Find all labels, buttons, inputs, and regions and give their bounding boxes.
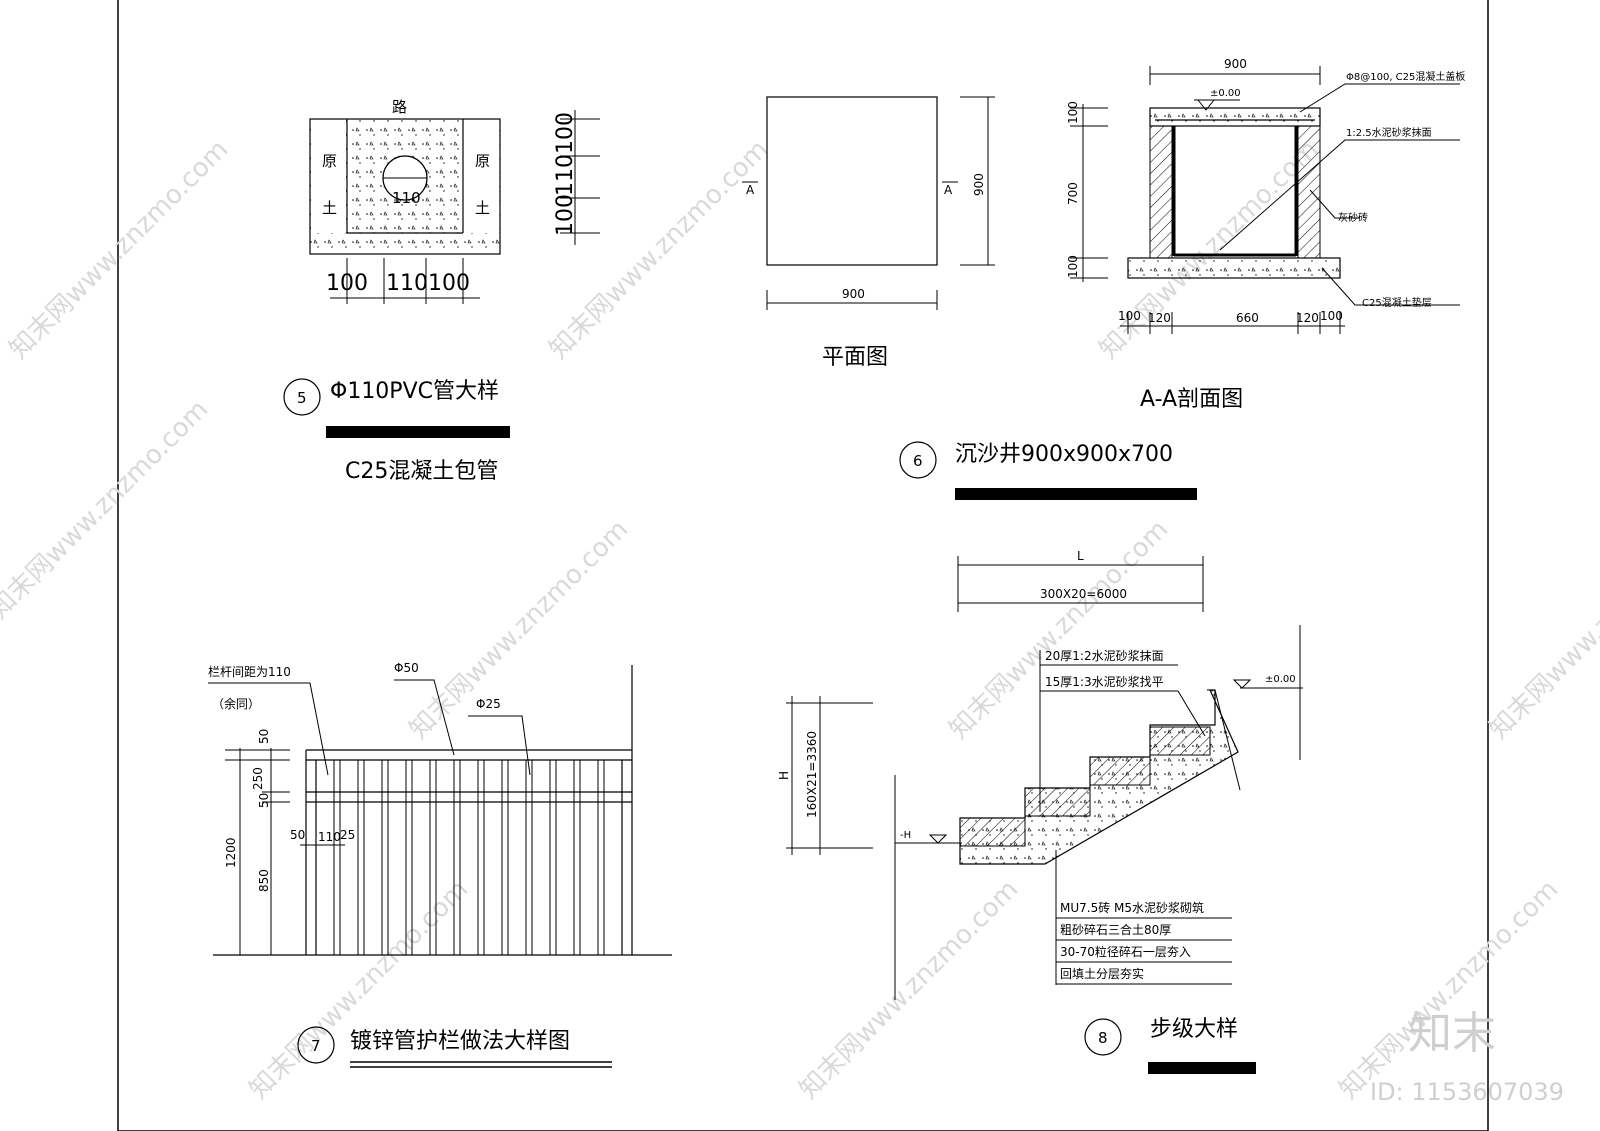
soil-right-label-2: 土 (475, 199, 490, 217)
railing-dim-v-4: 850 (257, 869, 271, 892)
watermark-text: 知末网www.znzmo.com (244, 874, 475, 1105)
watermark-text: 知末网www.znzmo.com (0, 394, 214, 625)
soil-right-label-1: 原 (475, 152, 490, 170)
dim-v-1: 100 (553, 112, 578, 154)
note-pipe50: Φ50 (394, 661, 419, 675)
section-top-dim: 900 (1224, 57, 1247, 71)
watermark-text: 知末网www.znzmo.com (1484, 514, 1600, 745)
stair-dim-H: H (777, 771, 791, 780)
title-bar (955, 488, 1197, 500)
detail-number: 6 (913, 452, 923, 470)
section-dim-h-2: 120 (1148, 311, 1171, 325)
section-dim-h-5: 100 (1320, 309, 1343, 323)
railing-dim-h-2: 110 (318, 830, 341, 844)
stair-dim-L: L (1077, 549, 1084, 563)
watermark-text: 知末网www.znzmo.com (1334, 874, 1565, 1105)
railing-dim-v-2: 250 (251, 767, 265, 790)
detail-number-circle (899, 441, 937, 479)
railing (213, 665, 672, 956)
railing-dim-h-1: 50 (290, 828, 305, 842)
section-dim-h-1: 100 (1118, 309, 1141, 323)
pipe-diameter-label: 110 (392, 189, 421, 207)
railing-dim-total: 1200 (224, 837, 238, 868)
cover-slab (1149, 107, 1321, 127)
section-dim-v-3: 100 (1066, 255, 1080, 278)
railing-dim-h-3: 25 (340, 828, 355, 842)
detail-6-plan: A A 900 900 平面图 (742, 96, 995, 370)
level-mark: ±0.00 (1210, 88, 1241, 99)
railing-balusters (333, 760, 605, 955)
detail-title: 沉沙井900x900x700 (955, 442, 1173, 467)
detail-title: 镀锌管护栏做法大样图 (350, 1029, 570, 1054)
watermark-id: ID: 1153607039 (1370, 1078, 1564, 1106)
dim-h-3: 100 (428, 271, 470, 296)
note-brick: 灰砂砖 (1338, 211, 1368, 224)
detail-number: 7 (311, 1037, 321, 1055)
note-slab: Φ8@100, C25混凝土盖板 (1346, 70, 1465, 83)
layer-1: MU7.5砖 M5水泥砂浆砌筑 (1060, 900, 1204, 915)
section-dim-v-1: 100 (1066, 101, 1080, 124)
detail-title: Φ110PVC管大样 (330, 379, 499, 404)
stair-body (959, 689, 1241, 865)
stair-dim-rise: 160X21=3360 (805, 731, 819, 818)
dim-h-2: 110 (386, 271, 428, 296)
watermark-text: 知末网www.znzmo.com (404, 514, 635, 745)
soil-left-label-1: 原 (322, 152, 337, 170)
railing-dim-v-3: 50 (257, 793, 271, 808)
note-spacing: 栏杆间距为110 (208, 664, 291, 679)
dim-v-3: 100 (553, 194, 578, 236)
note-same: （余同） (212, 696, 260, 711)
section-dim-h-4: 120 (1296, 311, 1319, 325)
detail-6-section: 900 ±0.00 Φ8@100, C25混凝土盖板 1:2.5水泥砂浆抹面 灰… (899, 57, 1465, 500)
wall-right (1297, 125, 1321, 259)
stair-dim-run: 300X20=6000 (1040, 587, 1127, 601)
detail-number-circle (297, 1026, 335, 1064)
section-title: A-A剖面图 (1140, 387, 1243, 412)
wall-left (1149, 125, 1173, 259)
plan-outline (766, 96, 938, 266)
railing-dim-v-1: 50 (257, 729, 271, 744)
detail-subtitle: C25混凝土包管 (345, 459, 498, 484)
layer-2: 粗砂碎石三合土80厚 (1060, 922, 1171, 937)
watermark-text: 知末网www.znzmo.com (944, 514, 1175, 745)
plan-width-dim: 900 (842, 287, 865, 301)
watermark-logo: 知末 (1408, 1008, 1496, 1059)
base-layer (1127, 257, 1341, 279)
section-dim-h-3: 660 (1236, 311, 1259, 325)
soil-left-label-2: 土 (322, 199, 337, 217)
watermark-text: 知末网www.znzmo.com (794, 874, 1025, 1105)
title-bar (1148, 1062, 1256, 1074)
level-top: ±0.00 (1265, 674, 1296, 685)
detail-number-circle (283, 378, 321, 416)
watermark-text: 知末网www.znzmo.com (544, 134, 775, 365)
note-finish1: 20厚1:2水泥砂浆抹面 (1045, 648, 1164, 663)
layer-3: 30-70粒径碎石一层夯入 (1060, 944, 1191, 959)
detail-number: 8 (1098, 1029, 1108, 1047)
watermark: 知末网www.znzmo.com 知末网www.znzmo.com 知末网www… (0, 134, 1600, 1106)
dim-h-1: 100 (326, 271, 368, 296)
detail-number-circle (1084, 1018, 1122, 1056)
plan-title: 平面图 (822, 345, 888, 370)
section-mark-right: A (944, 183, 953, 197)
detail-title: 步级大样 (1150, 1017, 1238, 1042)
watermark-text: 知末网www.znzmo.com (4, 134, 235, 365)
road-label: 路 (392, 98, 407, 116)
layer-4: 回填土分层夯实 (1060, 966, 1144, 981)
dim-v-2: 110 (553, 154, 578, 196)
detail-number: 5 (297, 389, 307, 407)
detail-8: L 300X20=6000 20厚1:2水泥砂浆抹面 15厚1:3水泥砂浆找平 … (777, 549, 1303, 1074)
section-mark-left: A (746, 183, 755, 197)
level-bottom: -H (900, 830, 911, 841)
detail-7: 栏杆间距为110 （余同） Φ50 Φ25 (208, 661, 672, 1068)
section-dim-v-2: 700 (1066, 182, 1080, 205)
plan-height-dim: 900 (972, 173, 986, 196)
detail-5: 路 110 原 土 原 土 100 110 100 (283, 98, 600, 484)
note-plaster: 1:2.5水泥砂浆抹面 (1346, 126, 1432, 139)
note-base: C25混凝土垫层 (1362, 296, 1432, 309)
sheet-frame (117, 0, 1489, 1131)
title-bar (326, 426, 510, 438)
note-pipe25: Φ25 (476, 697, 501, 711)
note-finish2: 15厚1:3水泥砂浆找平 (1045, 674, 1164, 689)
